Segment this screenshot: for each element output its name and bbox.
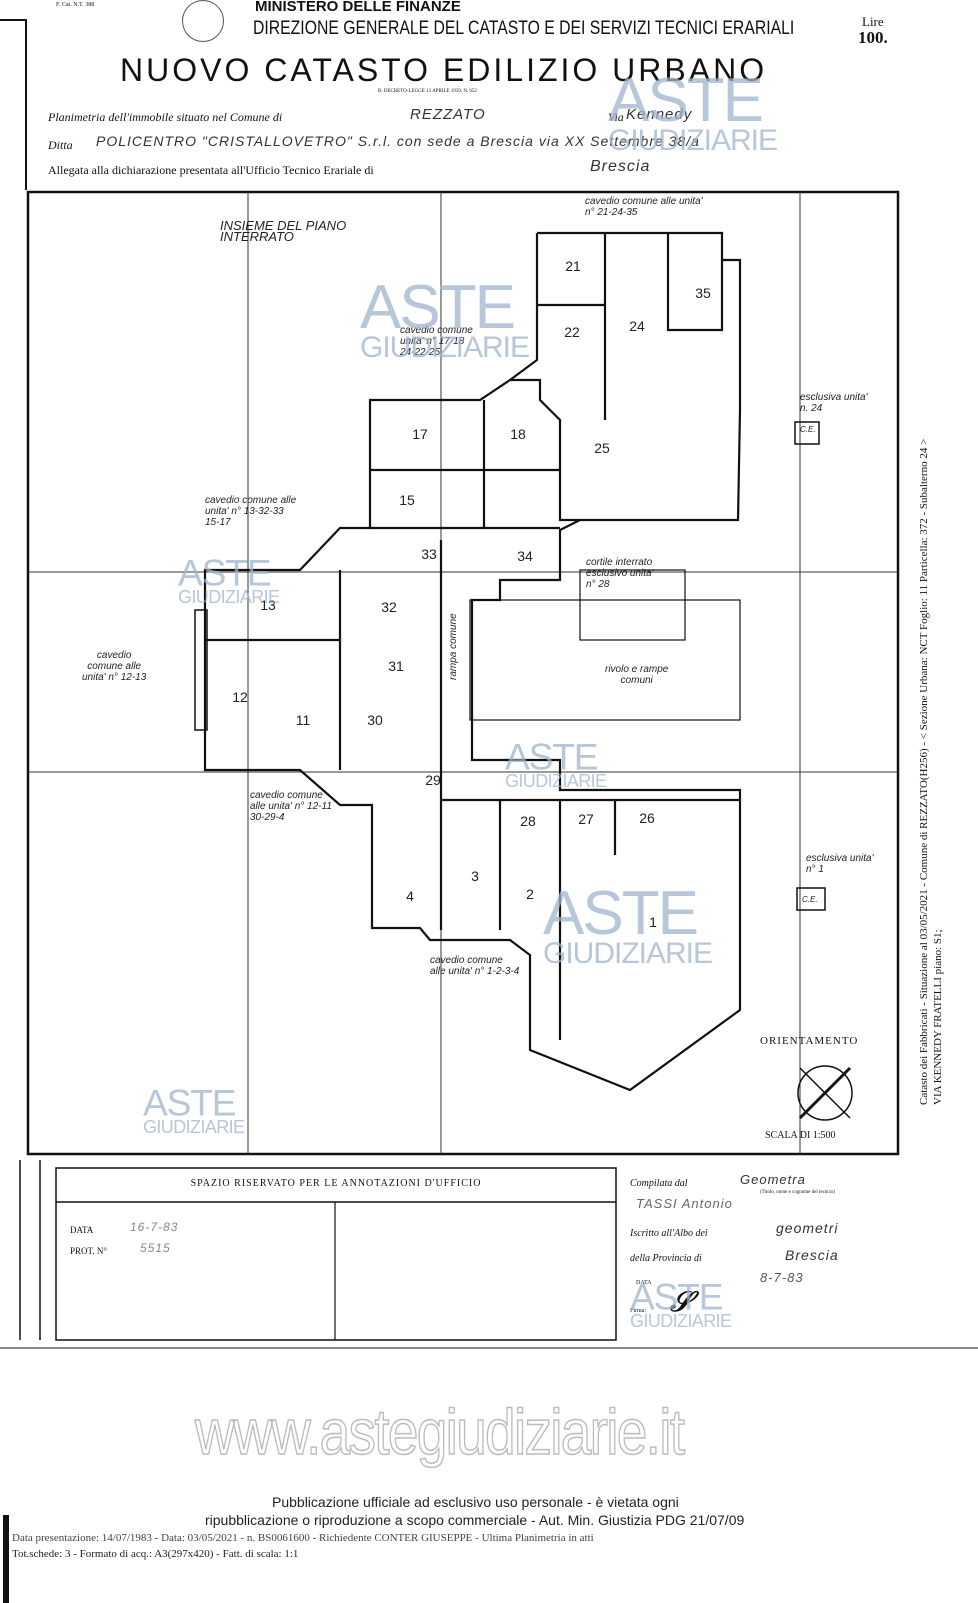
note-cavedio-mid: cavedio comune unita' n° 17-18 24-22-25 xyxy=(400,325,473,358)
note-cavedio-left: cavedio comune alle unita' n° 13-32-33 1… xyxy=(205,495,297,528)
room-label: 15 xyxy=(399,492,415,508)
province-value: Brescia xyxy=(785,1247,839,1263)
office-prot-value: 5515 xyxy=(140,1241,171,1255)
room-label: 27 xyxy=(578,811,594,827)
office-date-label: DATA xyxy=(70,1225,94,1235)
notice-line2: ripubblicazione o riproduzione a scopo c… xyxy=(205,1512,745,1528)
note-cavedio-bottom: cavedio comune alle unita' n° 1-2-3-4 xyxy=(430,955,520,977)
room-label: 1 xyxy=(649,914,657,930)
row3-label: Allegata alla dichiarazione presentata a… xyxy=(48,163,374,177)
signature: 𝒮 xyxy=(670,1285,692,1318)
note-cavedio-30: cavedio comune alle unita' n° 12-11 30-2… xyxy=(250,790,332,823)
albo-label: Iscritto all'Albo dei xyxy=(630,1228,708,1239)
office-box-title: SPAZIO RISERVATO PER LE ANNOTAZIONI D'UF… xyxy=(190,1178,482,1189)
note-cavedio-top: cavedio comune alle unita' n° 21-24-35 xyxy=(585,196,703,218)
room-label: 21 xyxy=(565,258,581,274)
footer-line2: Tot.schede: 3 - Formato di acq.: A3(297x… xyxy=(12,1548,299,1560)
footer-line1: Data presentazione: 14/07/1983 - Data: 0… xyxy=(12,1532,594,1544)
room-label: 17 xyxy=(412,426,428,442)
province-label: della Provincia di xyxy=(630,1253,702,1264)
plan-title: INSIEME DEL PIANO INTERRATO xyxy=(220,218,347,244)
side-cadastral-info: Catasto dei Fabbricati - Situazione al 0… xyxy=(918,438,930,1105)
room-label: 2 xyxy=(526,886,534,902)
room-label: 11 xyxy=(295,712,311,728)
room-label: 13 xyxy=(260,597,276,613)
direction-name: DIREZIONE GENERALE DEL CATASTO E DEI SER… xyxy=(253,18,795,39)
room-label: 30 xyxy=(367,712,383,728)
room-label: 34 xyxy=(517,548,533,564)
room-label: 4 xyxy=(406,888,414,904)
stamp-label: Lire xyxy=(862,14,884,29)
via-value: Kennedy xyxy=(626,106,693,123)
room-label: 22 xyxy=(564,324,580,340)
room-label: 29 xyxy=(425,772,441,788)
comune-value: REZZATO xyxy=(410,106,486,123)
room-label: 25 xyxy=(594,440,610,456)
room-label: 33 xyxy=(421,546,437,562)
room-label: 12 xyxy=(232,689,248,705)
document-title: NUOVO CATASTO EDILIZIO URBANO xyxy=(120,52,768,88)
ce-label: C.E. xyxy=(802,895,818,904)
room-label: 26 xyxy=(639,810,655,826)
form-code: F. Cat. N.T. 388 xyxy=(56,2,95,8)
room-label: 31 xyxy=(388,658,404,674)
room-label: 35 xyxy=(695,285,711,301)
room-label: 3 xyxy=(471,868,479,884)
room-label: 18 xyxy=(510,426,526,442)
watermark-url: www.astegiudiziarie.it xyxy=(194,1395,685,1469)
scale-label: SCALA DI 1:500 xyxy=(765,1130,836,1141)
signature-label: Firma: xyxy=(630,1308,646,1314)
name-hint: (Titolo, nome e cognome del tecnico) xyxy=(760,1190,836,1195)
compiler-date-label: DATA xyxy=(636,1280,652,1286)
room-label: 32 xyxy=(381,599,397,615)
note-esclusiva-24: esclusiva unita' n. 24 xyxy=(800,392,868,414)
ditta-value: POLICENTRO "CRISTALLOVETRO" S.r.l. con s… xyxy=(96,133,700,149)
note-esclusiva-1: esclusiva unita' n° 1 xyxy=(806,853,874,875)
row1-label: Planimetria dell'immobile situato nel Co… xyxy=(48,110,283,124)
compiled-value: Geometra xyxy=(740,1172,806,1187)
compiler-name: TASSI Antonio xyxy=(636,1196,733,1211)
note-rampe: rivolo e rampe comuni xyxy=(605,664,669,686)
decree: R. DECRETO-LEGGE 13 APRILE 1939, N. 652 xyxy=(378,89,477,94)
via-label: Via xyxy=(608,110,624,124)
emblem-icon xyxy=(182,0,224,42)
office-prot-label: PROT. N° xyxy=(70,1246,107,1256)
compiled-label: Compilata dal xyxy=(630,1178,688,1189)
ufficio-value: Brescia xyxy=(590,158,651,175)
note-cavedio-1213: cavedio comune alle unita' n° 12-13 xyxy=(82,650,147,683)
ce-label: C.E. xyxy=(800,425,816,434)
note-cortile: cortile interrato esclusivo unita' n° 28 xyxy=(586,557,654,590)
side-address: VIA KENNEDY FRATELLI piano: S1; xyxy=(932,929,944,1105)
compiler-date-value: 8-7-83 xyxy=(760,1270,804,1285)
orientation-label: ORIENTAMENTO xyxy=(760,1035,859,1047)
albo-value: geometri xyxy=(776,1220,839,1236)
stamp-value: 100. xyxy=(858,28,888,47)
office-date-value: 16-7-83 xyxy=(130,1220,179,1234)
room-label: 24 xyxy=(629,318,645,334)
room-label: 28 xyxy=(520,813,536,829)
notice-line1: Pubblicazione ufficiale ad esclusivo uso… xyxy=(272,1494,679,1510)
row2-label: Ditta xyxy=(48,138,73,152)
note-rampa: rampa comune xyxy=(448,613,459,680)
ministry-name: MINISTERO DELLE FINANZE xyxy=(255,0,461,15)
